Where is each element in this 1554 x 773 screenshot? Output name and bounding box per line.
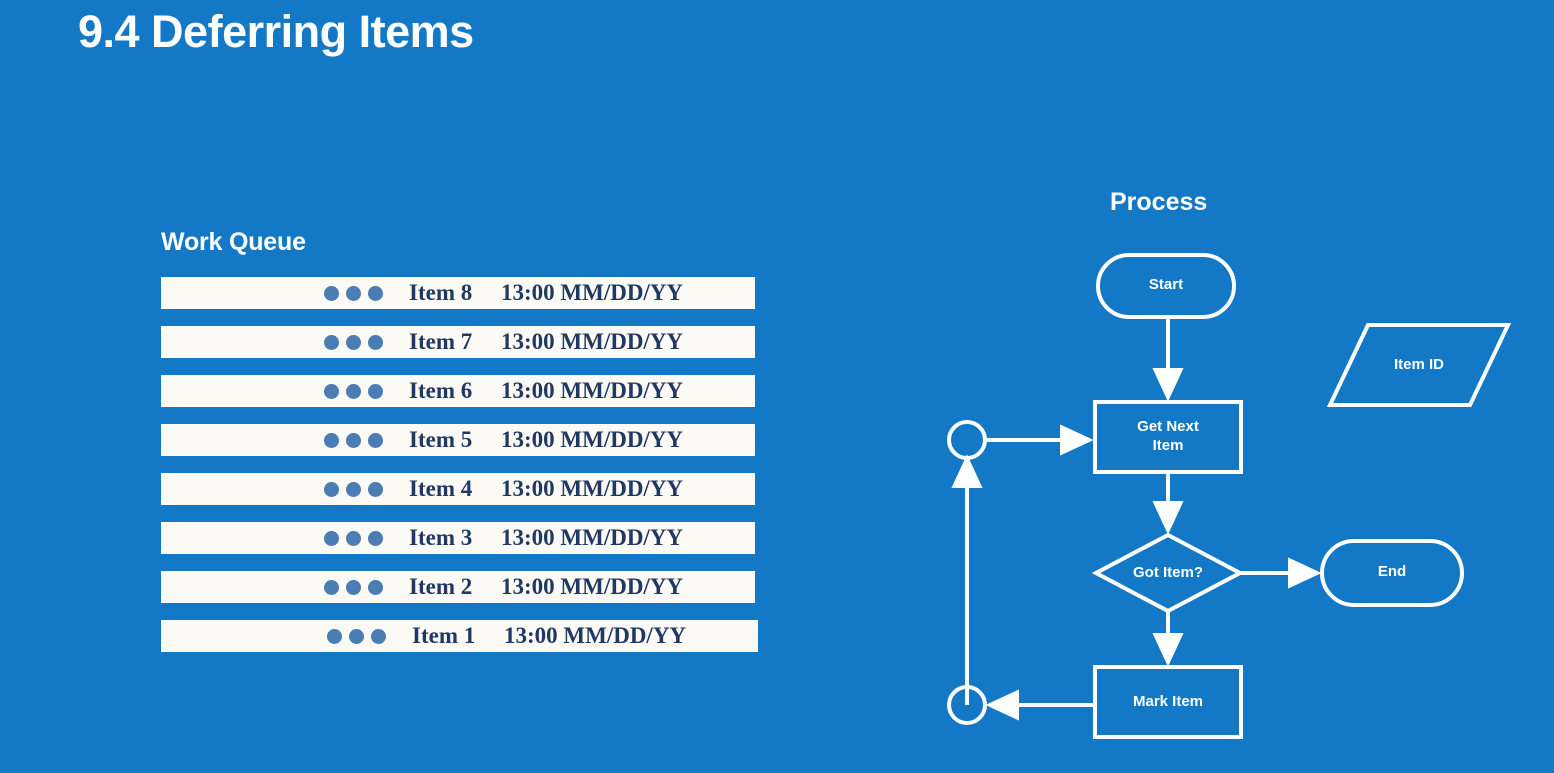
drag-handle-dots-icon[interactable] bbox=[324, 530, 383, 546]
work-queue-heading: Work Queue bbox=[161, 228, 306, 256]
start-node bbox=[1096, 253, 1236, 319]
get-next-item-node bbox=[1093, 400, 1243, 474]
item-label: Item 6 bbox=[409, 378, 473, 403]
list-item[interactable]: Item 1 13:00 MM/DD/YY bbox=[161, 620, 758, 652]
item-label: Item 1 bbox=[412, 623, 476, 648]
page-title: 9.4 Deferring Items bbox=[78, 6, 474, 57]
item-timestamp: 13:00 MM/DD/YY bbox=[501, 329, 684, 354]
work-queue-list: Item 8 13:00 MM/DD/YY Item 7 13:00 MM/DD… bbox=[161, 277, 761, 652]
item-label: Item 4 bbox=[409, 476, 473, 501]
list-item[interactable]: Item 3 13:00 MM/DD/YY bbox=[161, 522, 755, 554]
item-timestamp: 13:00 MM/DD/YY bbox=[501, 378, 684, 403]
list-item[interactable]: Item 6 13:00 MM/DD/YY bbox=[161, 375, 755, 407]
list-item[interactable]: Item 4 13:00 MM/DD/YY bbox=[161, 473, 755, 505]
flowchart-canvas bbox=[947, 253, 1512, 739]
work-queue-panel: Work Queue Item 8 13:00 MM/DD/YY Item 7 … bbox=[161, 228, 761, 669]
connector-top-node bbox=[947, 420, 987, 460]
item-timestamp: 13:00 MM/DD/YY bbox=[501, 574, 684, 599]
got-item-node bbox=[1091, 532, 1245, 614]
drag-handle-dots-icon[interactable] bbox=[327, 628, 386, 644]
end-node bbox=[1320, 539, 1464, 607]
item-label: Item 3 bbox=[409, 525, 473, 550]
list-item[interactable]: Item 7 13:00 MM/DD/YY bbox=[161, 326, 755, 358]
item-label: Item 2 bbox=[409, 574, 473, 599]
item-id-node bbox=[1326, 323, 1512, 407]
item-timestamp: 13:00 MM/DD/YY bbox=[501, 280, 684, 305]
drag-handle-dots-icon[interactable] bbox=[324, 285, 383, 301]
mark-item-node bbox=[1093, 665, 1243, 739]
process-heading: Process bbox=[1110, 188, 1208, 216]
drag-handle-dots-icon[interactable] bbox=[324, 432, 383, 448]
item-timestamp: 13:00 MM/DD/YY bbox=[501, 476, 684, 501]
item-timestamp: 13:00 MM/DD/YY bbox=[504, 623, 687, 648]
item-timestamp: 13:00 MM/DD/YY bbox=[501, 525, 684, 550]
item-label: Item 7 bbox=[409, 329, 473, 354]
item-label: Item 5 bbox=[409, 427, 473, 452]
drag-handle-dots-icon[interactable] bbox=[324, 383, 383, 399]
item-timestamp: 13:00 MM/DD/YY bbox=[501, 427, 684, 452]
drag-handle-dots-icon[interactable] bbox=[324, 579, 383, 595]
list-item[interactable]: Item 5 13:00 MM/DD/YY bbox=[161, 424, 755, 456]
list-item[interactable]: Item 2 13:00 MM/DD/YY bbox=[161, 571, 755, 603]
item-label: Item 8 bbox=[409, 280, 473, 305]
drag-handle-dots-icon[interactable] bbox=[324, 481, 383, 497]
list-item[interactable]: Item 8 13:00 MM/DD/YY bbox=[161, 277, 755, 309]
drag-handle-dots-icon[interactable] bbox=[324, 334, 383, 350]
process-flowchart: Process bbox=[930, 180, 1540, 760]
